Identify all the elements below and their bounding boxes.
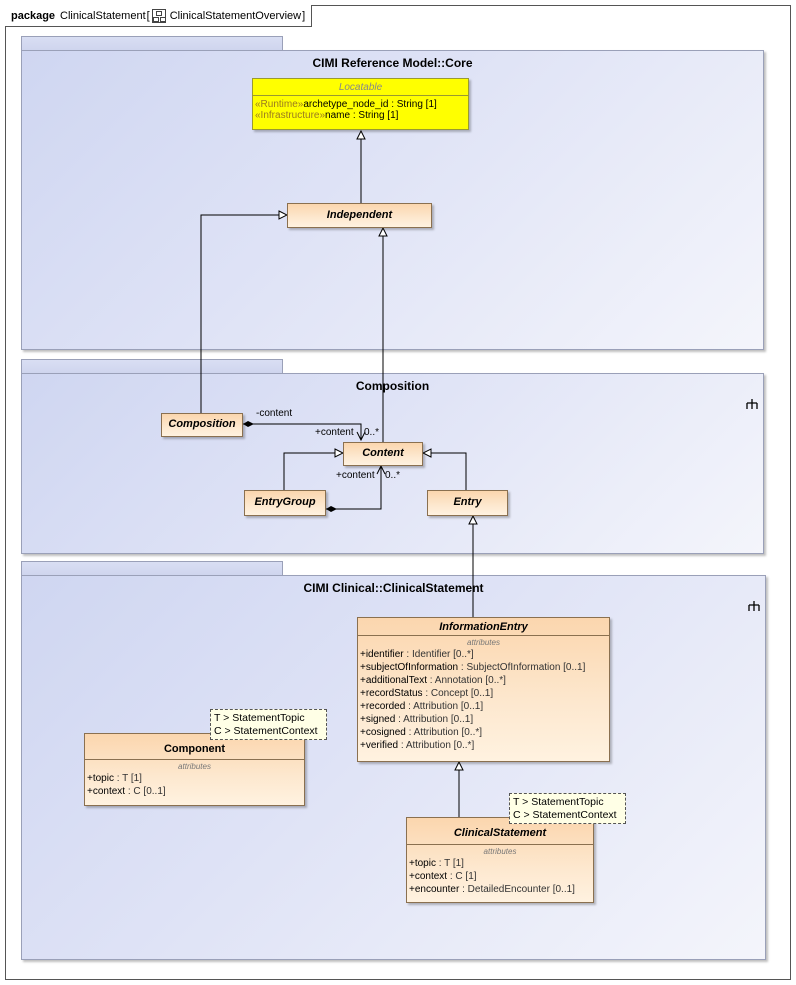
class-clinicalstatement-name: ClinicalStatement (453, 827, 547, 839)
package-structure-icon (748, 601, 760, 611)
class-informationentry-name: InformationEntry (439, 621, 528, 633)
compartment-title: attributes (467, 638, 500, 647)
class-attribute: +context : C [0..1] (87, 786, 166, 797)
package-composition-tab (21, 359, 283, 373)
class-informationentry[interactable]: InformationEntry attributes +identifier … (357, 617, 610, 762)
class-locatable[interactable]: Locatable «Runtime»archetype_node_id : S… (252, 78, 469, 130)
association-entrygroup-content (326, 466, 381, 509)
class-entrygroup[interactable]: EntryGroup (244, 490, 326, 516)
package-clinical-title: CIMI Clinical::ClinicalStatement (303, 581, 484, 595)
package-composition-title: Composition (355, 379, 430, 393)
diagram-frame-header: package ClinicalStatement [ ClinicalStat… (5, 5, 313, 27)
generalization-entry-content (423, 453, 467, 490)
class-composition[interactable]: Composition (161, 413, 243, 437)
class-entry[interactable]: Entry (427, 490, 508, 516)
template-parameter: T > StatementTopic (214, 712, 305, 724)
package-clinical-tab (21, 561, 283, 575)
class-locatable-attributes: «Runtime»archetype_node_id : String [1] … (253, 95, 468, 121)
class-attribute: «Runtime»archetype_node_id : String [1] (255, 99, 437, 110)
assoc-entrygroup-multiplicity: 0..* (385, 470, 401, 481)
template-parameter: C > StatementContext (214, 725, 318, 737)
class-clinicalstatement-attributes: attributes +topic : T [1] +context : C [… (407, 844, 593, 896)
clinicalstatement-template-parameters: T > StatementTopic C > StatementContext (509, 793, 626, 824)
class-informationentry-attributes: attributes +identifier : Identifier [0..… (358, 635, 609, 752)
class-locatable-name: Locatable (338, 82, 383, 93)
class-diagram-icon (151, 8, 166, 23)
class-attribute: +topic : T [1] (87, 773, 142, 784)
template-parameter: T > StatementTopic (513, 796, 604, 808)
class-independent-name: Independent (326, 209, 393, 221)
assoc-composition-source-role: -content (256, 408, 293, 419)
class-attribute: +verified : Attribution [0..*] (360, 740, 475, 751)
class-attribute: +recorded : Attribution [0..1] (360, 701, 484, 712)
class-entrygroup-name: EntryGroup (254, 496, 316, 508)
class-component[interactable]: Component attributes +topic : T [1] +con… (84, 733, 305, 806)
package-structure-icon (746, 399, 758, 409)
class-component-attributes: attributes +topic : T [1] +context : C [… (85, 759, 304, 798)
class-attribute: +additionalText : Annotation [0..*] (360, 675, 506, 686)
class-composition-name: Composition (168, 418, 236, 430)
class-attribute: +context : C [1] (409, 871, 477, 882)
template-parameter: C > StatementContext (513, 809, 617, 821)
class-attribute: +subjectOfInformation : SubjectOfInforma… (360, 662, 586, 673)
class-attribute: +signed : Attribution [0..1] (360, 714, 474, 725)
frame-package-name: ClinicalStatement (60, 9, 146, 22)
compartment-title: attributes (483, 847, 517, 856)
class-independent[interactable]: Independent (287, 203, 432, 228)
class-content-name: Content (362, 447, 404, 459)
class-attribute: +cosigned : Attribution [0..*] (360, 727, 483, 738)
class-component-name: Component (163, 743, 226, 755)
class-clinicalstatement[interactable]: ClinicalStatement attributes +topic : T … (406, 817, 594, 903)
diagram-frame (5, 5, 791, 980)
frame-keyword: package (11, 9, 56, 22)
class-entry-name: Entry (453, 496, 482, 508)
assoc-entrygroup-target-role: +content (336, 470, 375, 481)
frame-diagram-name: ClinicalStatementOverview (169, 9, 302, 22)
class-attribute: +recordStatus : Concept [0..1] (360, 688, 494, 699)
assoc-composition-multiplicity: 0..* (364, 427, 380, 438)
assoc-composition-target-role: +content (315, 427, 354, 438)
package-core-title: CIMI Reference Model::Core (312, 56, 473, 70)
association-composition-content (243, 424, 361, 440)
compartment-title: attributes (178, 762, 211, 771)
class-attribute: +topic : T [1] (409, 858, 464, 869)
component-template-parameters: T > StatementTopic C > StatementContext (210, 709, 327, 740)
package-core-tab (21, 36, 283, 50)
generalization-composition-independent (200, 215, 287, 413)
class-content[interactable]: Content (343, 442, 423, 466)
class-attribute: «Infrastructure»name : String [1] (255, 110, 399, 121)
class-attribute: +identifier : Identifier [0..*] (360, 649, 474, 660)
generalization-entrygroup-content (283, 453, 343, 490)
class-attribute: +encounter : DetailedEncounter [0..1] (409, 884, 575, 895)
